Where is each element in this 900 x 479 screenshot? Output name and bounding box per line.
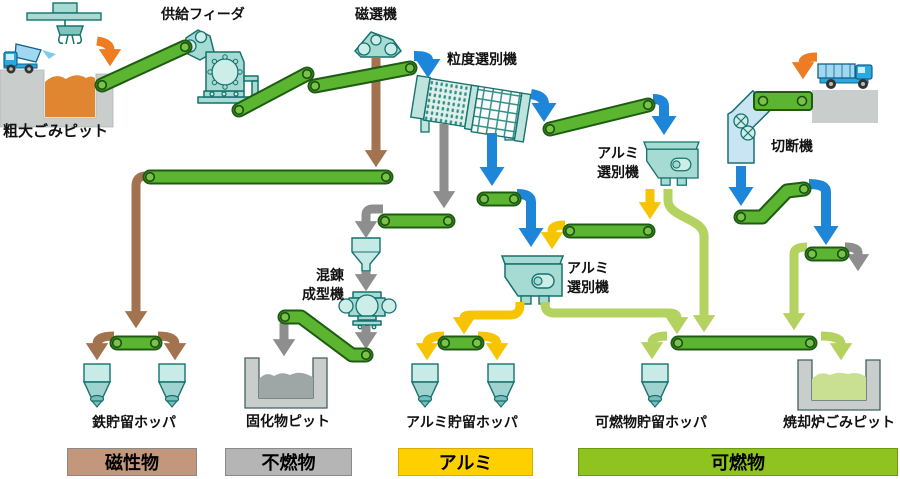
arrow-alu-hopper-left bbox=[415, 331, 445, 361]
iron-hopper-left bbox=[83, 363, 111, 408]
label-magnetic-separator: 磁選機 bbox=[355, 7, 397, 23]
dump-truck-right-icon bbox=[817, 63, 873, 89]
arrow-to-funnel bbox=[354, 204, 383, 239]
arrow-combustible-right bbox=[782, 242, 808, 331]
arrow-to-sizer bbox=[413, 51, 441, 78]
arrow-truck-to-pit bbox=[96, 36, 122, 67]
conveyor-mid bbox=[476, 191, 522, 207]
conveyor-small-right bbox=[804, 246, 850, 262]
legend-combustible: 可燃物 bbox=[578, 448, 898, 476]
label-feeder: 供給フィーダ bbox=[161, 7, 245, 23]
incinerator-pit bbox=[797, 359, 881, 411]
label-solidified-pit: 固化物ピット bbox=[246, 414, 330, 430]
conveyor-pit-to-feeder bbox=[94, 39, 193, 93]
label-aluminum-separator-lower: アルミ 選別機 bbox=[567, 260, 609, 298]
label-bulky-pit: 粗大ごみピット bbox=[3, 122, 109, 140]
conveyor-kneader-out bbox=[277, 309, 374, 363]
legend-noncombustible: 不燃物 bbox=[225, 448, 352, 476]
funnel bbox=[351, 237, 381, 272]
arrow-to-alsep-lower bbox=[516, 189, 544, 247]
label-combustible-hopper: 可燃物貯留ホッパ bbox=[595, 415, 707, 431]
kneader-machine bbox=[338, 291, 397, 330]
arrow-alu-to-lower-sep bbox=[540, 220, 566, 250]
label-particle-sizer: 粒度選別機 bbox=[447, 52, 517, 68]
label-aluminum-separator-upper: アルミ 選別機 bbox=[595, 145, 641, 183]
iron-hopper-right bbox=[158, 363, 186, 408]
arrow-truck-to-cutter-conveyor bbox=[791, 52, 818, 80]
magnetic-separator-machine bbox=[354, 31, 402, 58]
label-line: 選別機 bbox=[567, 280, 609, 296]
arrow-iron-hopper-left bbox=[85, 331, 115, 361]
conveyor-cutter-feed bbox=[753, 91, 813, 111]
label-iron-hopper: 鉄貯留ホッパ bbox=[92, 415, 176, 431]
combustible-hopper-shape bbox=[641, 363, 669, 408]
conveyor-iron-long bbox=[142, 169, 394, 185]
label-line: アルミ bbox=[597, 146, 639, 162]
bulky-waste-pit bbox=[0, 69, 114, 128]
arrow-alu-lower-out bbox=[452, 300, 525, 335]
crane-icon bbox=[26, 2, 102, 45]
arrow-alu-hopper-right bbox=[477, 331, 509, 361]
conveyor-alu-return bbox=[562, 223, 656, 239]
legend-aluminum: アルミ bbox=[398, 448, 533, 476]
conveyor-overflow bbox=[542, 97, 656, 137]
particle-sizer-machine bbox=[409, 74, 532, 143]
aluminum-separator-upper-machine bbox=[643, 141, 700, 186]
label-aluminum-hopper: アルミ貯留ホッパ bbox=[406, 415, 518, 431]
label-kneader: 混錬 成型機 bbox=[300, 267, 344, 305]
label-line: 成型機 bbox=[302, 287, 344, 303]
arrow-combustible-lower bbox=[540, 299, 689, 335]
conveyor-alu-split bbox=[437, 335, 485, 351]
conveyor-fines bbox=[377, 213, 456, 229]
arrow-to-incinerator-pit bbox=[820, 331, 853, 361]
truck-platform bbox=[812, 90, 878, 123]
label-incinerator-pit: 焼却炉ごみピット bbox=[783, 415, 895, 431]
label-line: 混錬 bbox=[316, 268, 344, 284]
aluminum-hopper-right bbox=[487, 363, 515, 408]
arrow-iron-down bbox=[124, 171, 148, 329]
label-line: 選別機 bbox=[597, 165, 639, 181]
conveyor-iron-split bbox=[109, 335, 163, 351]
conveyor-under-magnet bbox=[307, 60, 418, 94]
arrow-combustible-upper bbox=[663, 189, 716, 333]
arrow-after-z-conveyor bbox=[808, 179, 839, 245]
arrow-to-alsep-upper bbox=[651, 94, 677, 135]
conveyor-feeder-out bbox=[231, 66, 315, 118]
arrow-noncombustible-out bbox=[844, 242, 870, 272]
feeder-machine bbox=[183, 29, 259, 104]
arrow-sizer-overflow bbox=[530, 89, 557, 122]
aluminum-separator-lower-machine bbox=[501, 255, 564, 305]
conveyor-z-after-cutter bbox=[733, 181, 812, 225]
dump-truck-left-icon bbox=[3, 43, 56, 74]
arrow-to-combustible-hopper bbox=[640, 331, 668, 360]
arrow-iron-hopper-right bbox=[157, 331, 187, 361]
conveyor-combustible-long bbox=[670, 335, 818, 351]
label-cutter: 切断機 bbox=[771, 139, 813, 155]
solidified-pit bbox=[244, 357, 328, 409]
label-line: アルミ bbox=[567, 261, 609, 277]
aluminum-hopper-left bbox=[411, 363, 439, 408]
legend-magnetic: 磁性物 bbox=[67, 448, 197, 476]
